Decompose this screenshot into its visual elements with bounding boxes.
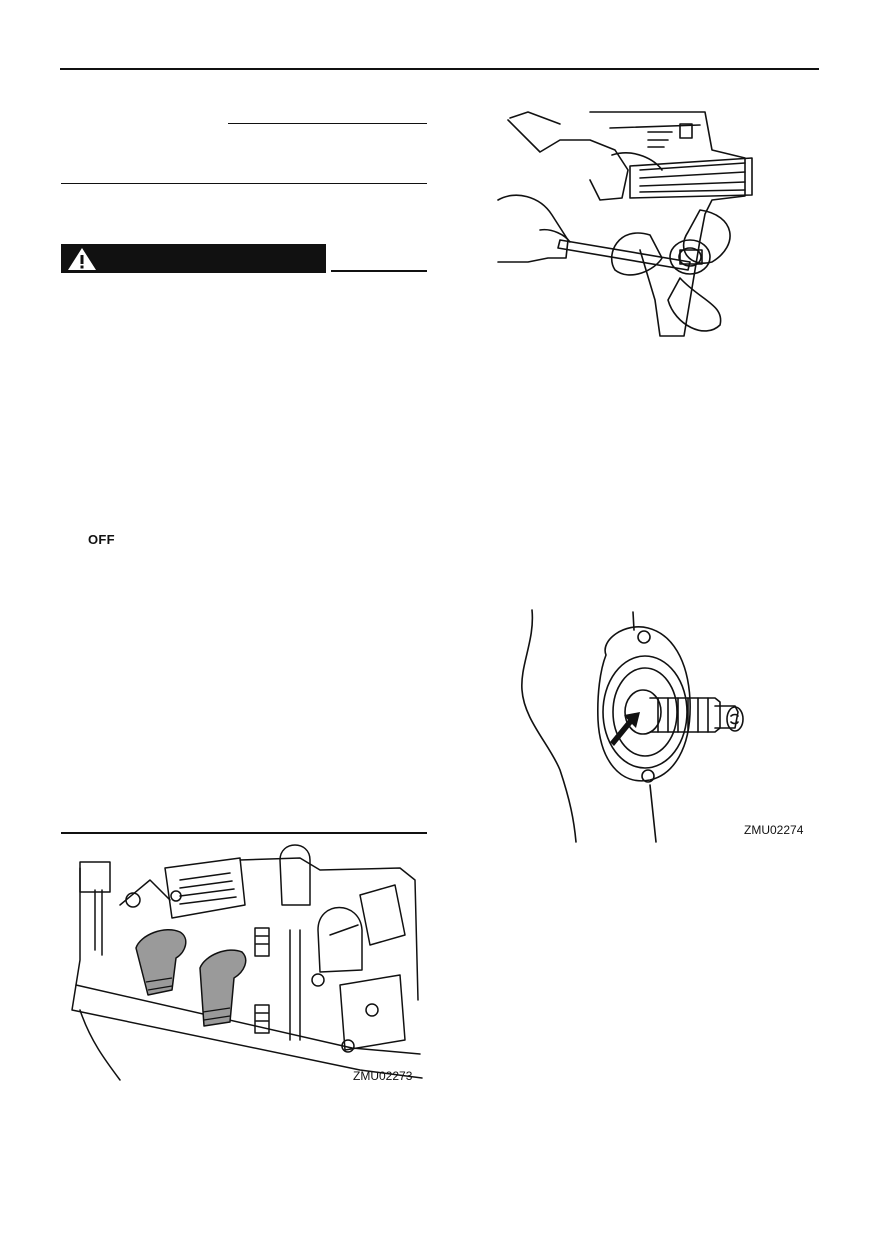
figure-code-1: ZMU02274 xyxy=(744,823,804,837)
section-rule-3 xyxy=(61,832,427,834)
section-rule-2 xyxy=(61,183,427,184)
off-position-label: OFF xyxy=(88,532,115,547)
warning-banner xyxy=(61,244,326,273)
header-rule xyxy=(60,68,819,70)
warning-triangle-icon xyxy=(68,248,96,270)
section-rule-1 xyxy=(228,123,427,124)
figure-code-2: ZMU02273 xyxy=(353,1069,413,1083)
warning-rule xyxy=(331,270,427,272)
arrow-icon xyxy=(610,712,640,746)
